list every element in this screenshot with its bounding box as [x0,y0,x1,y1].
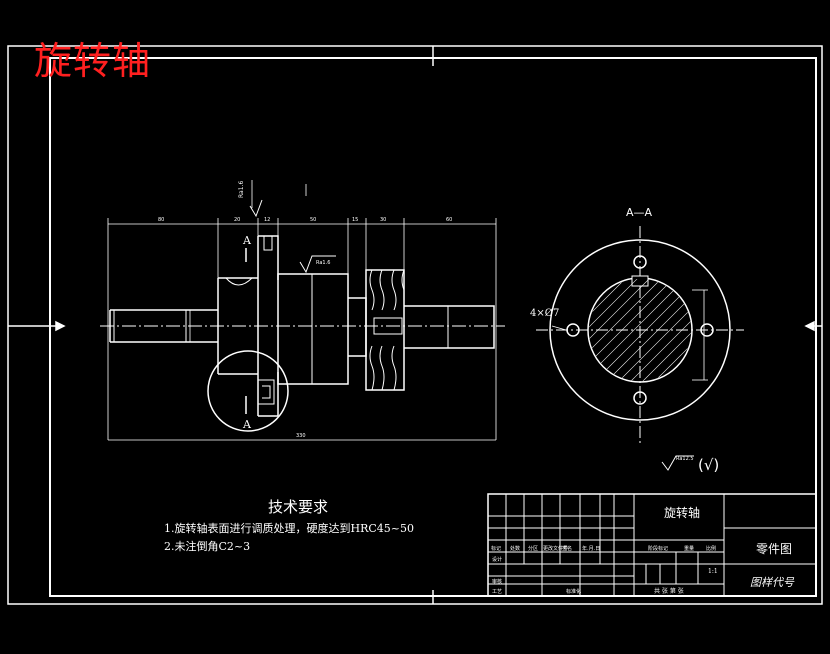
tb-left-label-2: 审核 [492,579,503,585]
tb-stage-label: 阶段标记 [648,546,669,552]
tb-std-label: 标准化 [566,589,582,595]
svg-text:330: 330 [296,433,306,439]
svg-text:80: 80 [158,217,164,223]
svg-text:15: 15 [352,217,358,223]
svg-text:30: 30 [380,217,386,223]
tb-scale-label: 比例 [706,546,717,552]
roughness-paren: (√) [698,456,719,474]
title-block-drawing-code: 图样代号 [750,576,794,589]
title-block-bottom-text: 共 张 第 张 [654,588,684,595]
outer-frame [7,45,823,605]
requirement-item-1: 1.旋转轴表面进行调质处理，硬度达到HRC45~50 [164,522,414,535]
requirement-item-2: 2.未注倒角C2~3 [164,540,251,553]
tb-row-label-4: 更改文件号 [543,546,569,552]
svg-text:60: 60 [446,217,452,223]
roughness-mid-text: Ra1.6 [316,260,330,266]
tb-weight-label: 重量 [684,546,695,552]
roughness-top-text: Ra1.6 [238,181,245,198]
dimension-texts: 80 20 12 50 15 30 60 330 [158,217,452,439]
centering-marks [8,46,822,604]
shaft-front-view [100,235,505,432]
title-block-part-name: 旋转轴 [664,506,701,520]
title-block-drawing-type: 零件图 [756,542,793,556]
tb-row-label-3: 分区 [528,546,539,552]
section-label: A—A [626,206,653,219]
section-marker-top: A [242,234,252,247]
roughness-general-text: Ra12.5 [676,456,694,462]
tb-left-label-3: 工艺 [492,589,503,595]
dimension-lines [107,180,497,441]
holes-label: 4×Ø7 [530,308,559,319]
tb-row-label-1: 标记 [491,546,502,552]
title-block-scale: 1:1 [708,568,718,575]
svg-text:50: 50 [310,217,316,223]
drawing-title: 旋转轴 [34,39,152,83]
section-marker-bottom: A [242,418,252,431]
tb-row-label-2: 处数 [510,546,521,552]
svg-text:20: 20 [234,217,240,223]
tb-row-label-5: 签名 [562,546,573,552]
tb-left-label-1: 设计 [492,557,503,563]
roughness-marks [249,199,694,471]
svg-text:12: 12 [264,217,270,223]
title-block [487,493,817,597]
requirements-title: 技术要求 [268,498,329,516]
tb-row-label-6: 年.月.日 [582,546,601,552]
